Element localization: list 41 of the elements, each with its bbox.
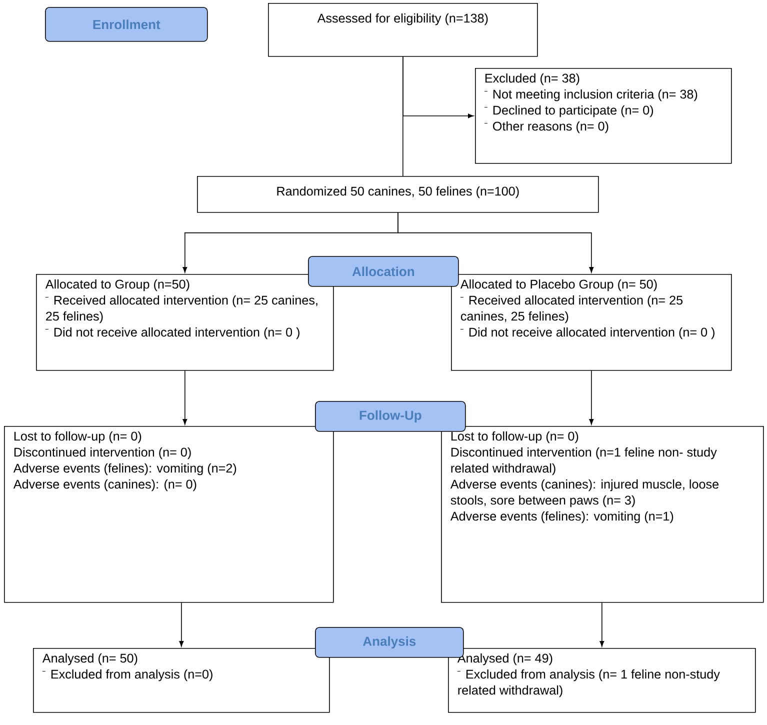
arrow (398, 212, 594, 273)
stage-label: Enrollment (45, 7, 208, 42)
process-box (268, 3, 538, 57)
box-text: Allocated to Placebo Group (n= 50) (460, 279, 657, 292)
list-item: Received allocated intervention (n= 25 canines, 25 felines) (45, 295, 318, 324)
box-text: Lost to follow-up (n= 0) (14, 431, 142, 444)
list-item: Excluded from analysis (n= 1 feline non-study related withdrawal) (457, 669, 720, 698)
stage-label: Follow-Up (315, 401, 466, 432)
stage-label: Allocation (308, 256, 459, 287)
list-item: Did not receive allocated intervention (n= 0 ) (45, 327, 300, 340)
box-text: Adverse events (felines): vomiting (n=1) (450, 511, 674, 524)
process-box (33, 648, 330, 713)
list-item: Other reasons (n= 0) (484, 121, 608, 134)
box-text: Allocated to Group (n=50) (45, 279, 190, 292)
box-text: Lost to follow-up (n= 0) (451, 431, 578, 444)
arrow (179, 602, 184, 647)
list-item: Received allocated intervention (n= 25 canines, 25 felines) (460, 295, 683, 324)
box-text: Analysed (n= 50) (42, 653, 138, 666)
process-box (197, 176, 599, 213)
box-text: Adverse events (canines): (n= 0) (13, 479, 196, 492)
process-box (441, 426, 764, 603)
box-text: Adverse events (felines): vomiting (n=2) (13, 463, 236, 476)
arrow (589, 370, 594, 425)
list-item: Declined to participate (n= 0) (484, 105, 654, 118)
list-item: Did not receive allocated intervention (n= 0 ) (460, 327, 714, 340)
process-box (4, 426, 334, 603)
process-box (36, 274, 334, 371)
process-box (448, 648, 756, 713)
arrow (402, 56, 474, 118)
box-text: Discontinued intervention (n= 0) (14, 447, 191, 460)
arrow (182, 370, 188, 425)
list-item: Not meeting inclusion criteria (n= 38) (484, 89, 698, 102)
box-text: Assessed for eligibility (n=138) (317, 13, 488, 26)
box-text: Adverse events (canines): injured muscle, loose stools, sore between paws (n= 3) (450, 479, 718, 508)
process-box (451, 274, 732, 371)
list-item: Excluded from analysis (n=0) (42, 669, 212, 682)
arrow (600, 602, 604, 647)
box-text: Randomized 50 canines, 50 felines (n=100) (277, 186, 519, 198)
box-text: Excluded (n= 38) (485, 73, 580, 86)
box-text: Discontinued intervention (n=1 feline non- study related withdrawal) (451, 447, 717, 476)
process-box (475, 68, 732, 164)
